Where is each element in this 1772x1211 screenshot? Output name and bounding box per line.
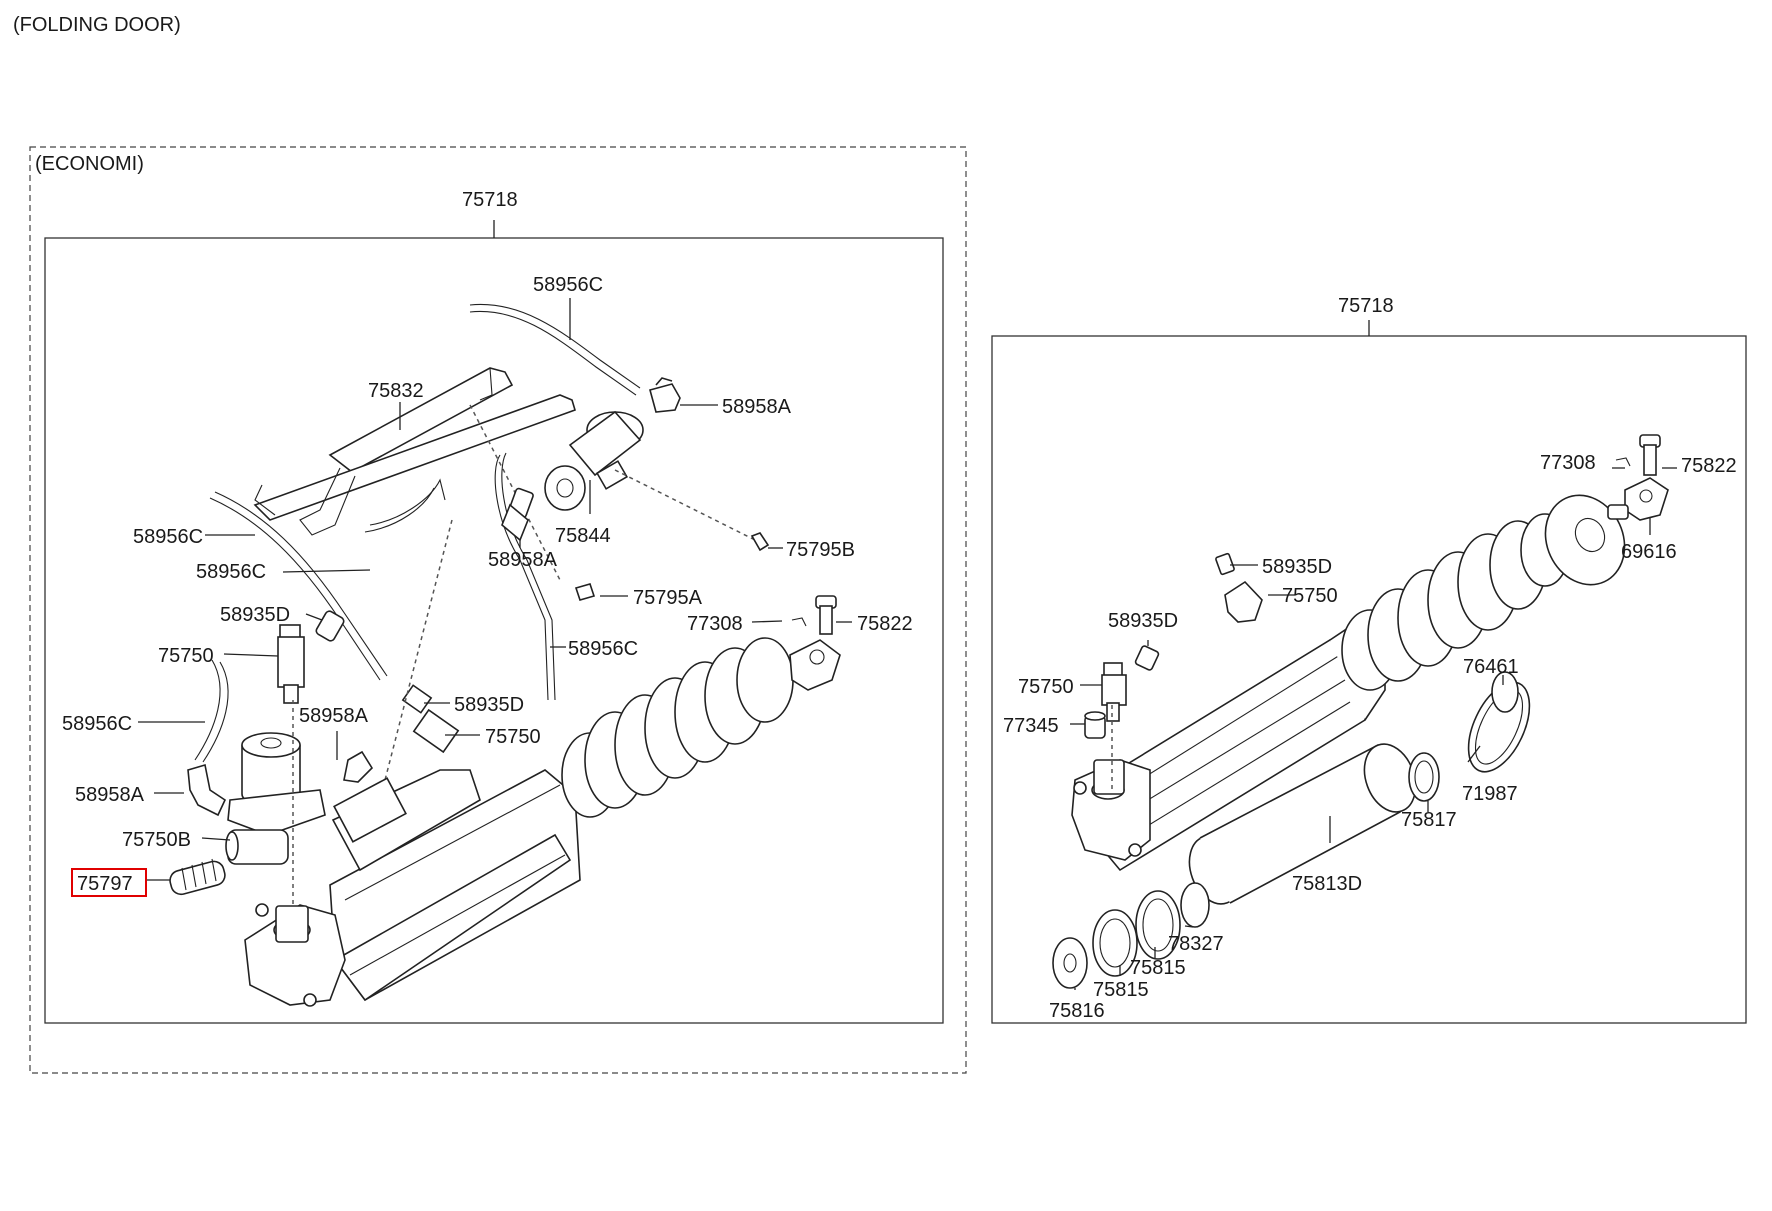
- label-75832[interactable]: 75832: [368, 380, 424, 402]
- label-58956C-b[interactable]: 58956C: [196, 561, 266, 583]
- left-bellows: [561, 637, 794, 818]
- label-75815-a[interactable]: 75815: [1130, 957, 1186, 979]
- label-75815-b[interactable]: 75815: [1093, 979, 1149, 1001]
- label-58958A-d[interactable]: 58958A: [75, 784, 145, 806]
- label-75817[interactable]: 75817: [1401, 809, 1457, 831]
- left-leader-lines: [138, 298, 852, 881]
- label-77308-right[interactable]: 77308: [1540, 452, 1596, 474]
- right-leader-lines: [1070, 467, 1677, 990]
- label-75750-right-b[interactable]: 75750: [1018, 676, 1074, 698]
- label-58935D-a[interactable]: 58935D: [220, 604, 290, 626]
- label-75750-right-a[interactable]: 75750: [1282, 585, 1338, 607]
- label-78327[interactable]: 78327: [1168, 933, 1224, 955]
- label-58958A-mid[interactable]: 58958A: [488, 549, 558, 571]
- economi-header: (ECONOMI): [35, 153, 144, 175]
- label-75816[interactable]: 75816: [1049, 1000, 1105, 1022]
- label-77308-left[interactable]: 77308: [687, 613, 743, 635]
- label-75718-left[interactable]: 75718: [462, 189, 518, 211]
- left-assembly-drawing: [169, 303, 841, 1007]
- right-assembly-drawing: [1052, 434, 1669, 989]
- highlight-box-75797: [71, 868, 147, 897]
- label-75750-b[interactable]: 75750: [485, 726, 541, 748]
- label-58935D-right-b[interactable]: 58935D: [1108, 610, 1178, 632]
- label-58935D-b[interactable]: 58935D: [454, 694, 524, 716]
- label-75795B[interactable]: 75795B: [786, 539, 855, 561]
- label-75797[interactable]: 75797: [77, 873, 133, 895]
- label-75813D[interactable]: 75813D: [1292, 873, 1362, 895]
- label-58956C-c[interactable]: 58956C: [568, 638, 638, 660]
- label-75822-left[interactable]: 75822: [857, 613, 913, 635]
- label-75844[interactable]: 75844: [555, 525, 611, 547]
- label-75822-right[interactable]: 75822: [1681, 455, 1737, 477]
- label-58935D-right-a[interactable]: 58935D: [1262, 556, 1332, 578]
- economi-group-border: [29, 146, 967, 1074]
- label-75750B[interactable]: 75750B: [122, 829, 191, 851]
- label-76461[interactable]: 76461: [1463, 656, 1519, 678]
- right-bellows: [1341, 513, 1570, 691]
- label-71987[interactable]: 71987: [1462, 783, 1518, 805]
- label-75750-a[interactable]: 75750: [158, 645, 214, 667]
- folding-door-header: (FOLDING DOOR): [13, 14, 181, 36]
- label-58958A-top[interactable]: 58958A: [722, 396, 792, 418]
- label-58958A-c[interactable]: 58958A: [299, 705, 369, 727]
- label-75795A[interactable]: 75795A: [633, 587, 703, 609]
- label-77345[interactable]: 77345: [1003, 715, 1059, 737]
- label-69616[interactable]: 69616: [1621, 541, 1677, 563]
- label-58956C-d[interactable]: 58956C: [62, 713, 132, 735]
- label-75718-right[interactable]: 75718: [1338, 295, 1394, 317]
- label-58956C-a[interactable]: 58956C: [133, 526, 203, 548]
- label-58956C-top[interactable]: 58956C: [533, 274, 603, 296]
